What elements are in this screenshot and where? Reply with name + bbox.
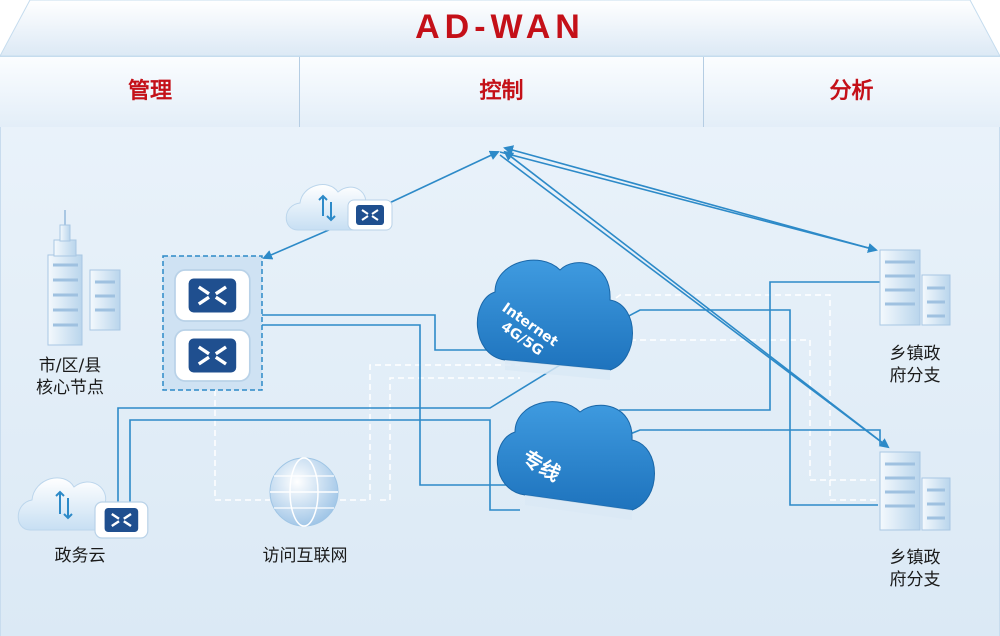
- branch-building-bottom-icon: [879, 451, 951, 531]
- divider: [703, 57, 704, 127]
- branch-top-label: 乡镇政 府分支: [889, 344, 941, 386]
- function-manage: 管理: [127, 79, 172, 104]
- controller-router-icon: [347, 199, 393, 231]
- internet-access-label: 访问互联网: [262, 546, 348, 566]
- function-bar: 管理 控制 分析: [0, 56, 1000, 128]
- router-icon: [173, 328, 252, 383]
- gov-router-icon: [93, 500, 150, 540]
- private-line-cloud-icon: [496, 401, 655, 520]
- gov-cloud-label: 政务云: [54, 546, 106, 566]
- branch-building-top-icon: [879, 249, 951, 326]
- core-node-box: [162, 255, 263, 391]
- divider: [299, 57, 300, 127]
- function-control: 控制: [479, 79, 524, 104]
- skyscraper-icon: [47, 210, 121, 346]
- router-icon: [173, 268, 252, 323]
- dashed-links: [214, 294, 878, 501]
- branch-bottom-label: 乡镇政 府分支: [889, 548, 941, 590]
- globe-icon: [269, 457, 339, 527]
- internet-cloud-icon: [476, 259, 633, 380]
- page-title: AD-WAN: [415, 8, 585, 46]
- title-banner: [0, 0, 1000, 56]
- core-node-label: 市/区/县 核心节点: [36, 356, 104, 398]
- function-analyze: 分析: [829, 79, 874, 104]
